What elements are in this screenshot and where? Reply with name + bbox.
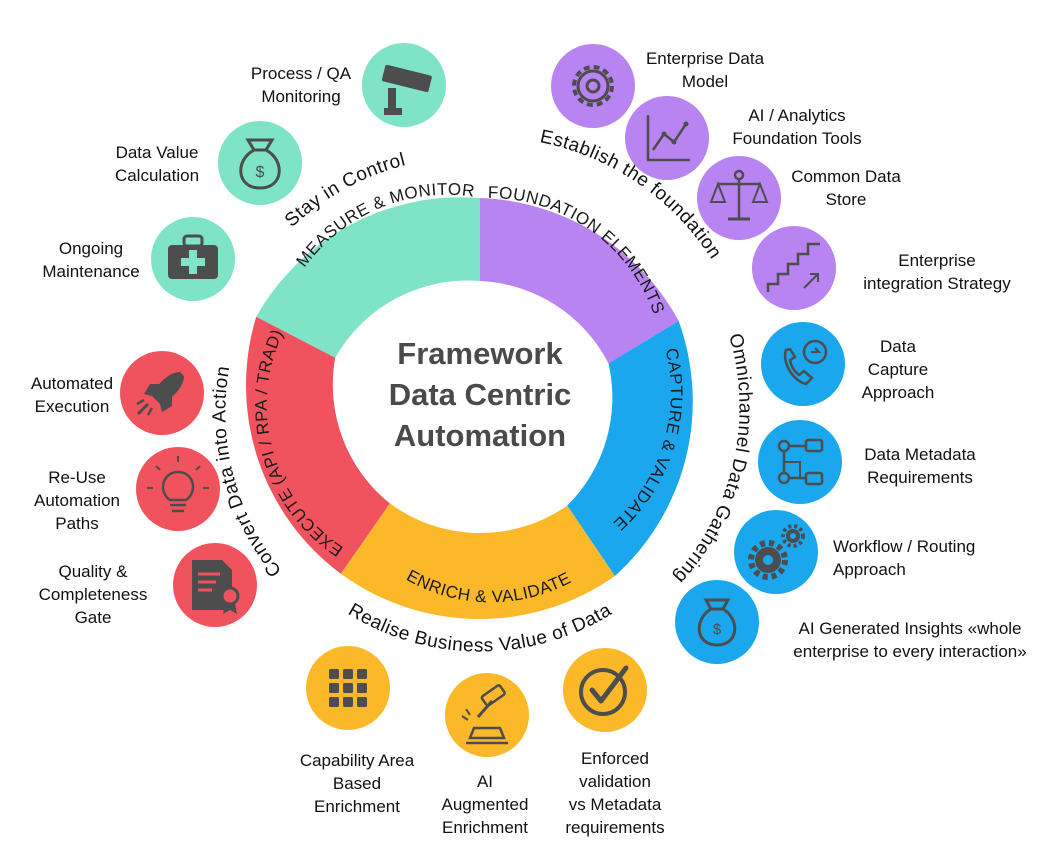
label-data-value: Data Value Calculation bbox=[114, 143, 200, 185]
svg-text:$: $ bbox=[713, 621, 722, 638]
label-common-data-store: Common Data Store bbox=[791, 167, 901, 209]
label-ongoing-maintenance: Ongoing Maintenance bbox=[42, 239, 140, 281]
light-bulb-icon bbox=[136, 447, 220, 531]
center-title-line-3: Automation bbox=[393, 418, 567, 453]
segment-measure-monitor bbox=[256, 197, 480, 358]
gear-icon bbox=[551, 44, 635, 128]
label-enterprise-data-model: Enterprise Data Model bbox=[645, 49, 765, 91]
cogs-icon bbox=[734, 510, 818, 594]
label-ai-augmented: AI Augmented Enrichment bbox=[441, 772, 529, 837]
grid-icon bbox=[306, 646, 390, 730]
scales-icon bbox=[697, 156, 781, 240]
label-workflow-routing: Workflow / Routing Approach bbox=[833, 537, 976, 579]
segment-enrich-validate bbox=[340, 503, 615, 620]
label-quality-gate: Quality & Completeness Gate bbox=[38, 562, 148, 627]
label-integration-strategy: Enterprise integration Strategy bbox=[863, 251, 1011, 293]
label-ai-analytics: AI / Analytics Foundation Tools bbox=[732, 106, 862, 148]
phone-call-icon bbox=[761, 322, 845, 406]
center-title-line-2: Data Centric bbox=[388, 377, 572, 412]
label-capability-enrichment: Capability Area Based Enrichment bbox=[299, 751, 415, 816]
money-bag-icon: $ bbox=[218, 121, 302, 205]
first-aid-kit-icon bbox=[151, 217, 235, 301]
label-enforced-validation: Enforced validation vs Metadata requirem… bbox=[565, 749, 665, 837]
label-automated-execution: Automated Execution bbox=[30, 374, 114, 416]
label-reuse-paths: Re-Use Automation Paths bbox=[34, 468, 120, 533]
flowchart-icon bbox=[758, 420, 842, 504]
certificate-icon bbox=[173, 543, 257, 627]
center-title-line-1: Framework bbox=[397, 336, 563, 371]
cctv-camera-icon bbox=[362, 43, 446, 127]
label-data-capture: Data Capture Approach bbox=[861, 337, 935, 402]
rocket-icon bbox=[120, 351, 204, 435]
checkmark-icon bbox=[563, 648, 647, 732]
stairs-icon bbox=[752, 226, 836, 310]
center-title: Framework Data Centric Automation bbox=[330, 333, 630, 456]
money-bag-icon-blue: $ bbox=[675, 580, 759, 664]
auction-gavel-icon bbox=[445, 673, 529, 757]
segment-capture-validate bbox=[567, 320, 693, 576]
label-process-qa: Process / QA Monitoring bbox=[250, 64, 352, 106]
label-ai-insights: AI Generated Insights «whole enterprise … bbox=[793, 619, 1027, 661]
line-chart-icon bbox=[625, 96, 709, 180]
label-metadata-requirements: Data Metadata Requirements bbox=[864, 445, 976, 487]
svg-text:$: $ bbox=[256, 164, 265, 181]
segment-execute bbox=[246, 316, 390, 574]
segment-foundation-elements bbox=[480, 198, 679, 364]
